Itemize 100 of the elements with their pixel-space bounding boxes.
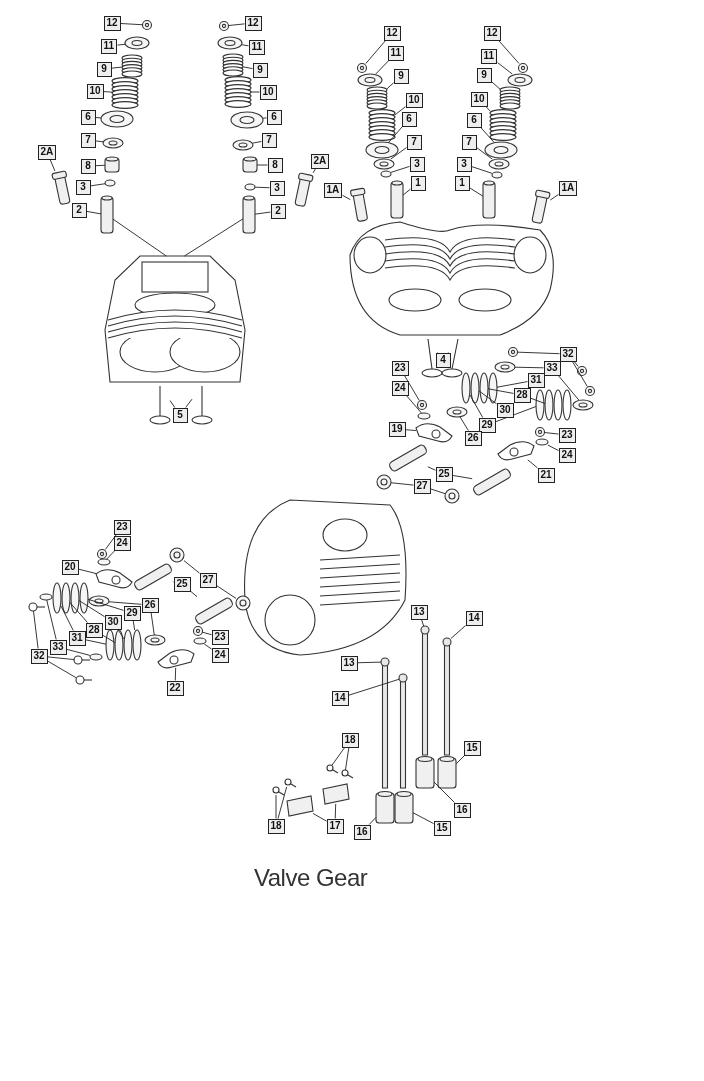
leader-line	[106, 550, 116, 560]
spring-drawing	[121, 54, 143, 78]
leader-line	[132, 620, 136, 631]
leader-line	[252, 141, 262, 144]
leader-line	[421, 619, 425, 627]
callout-number: 10	[86, 83, 104, 99]
leader-line	[365, 40, 386, 64]
leader-line	[275, 794, 277, 819]
washer-drawing	[88, 595, 110, 607]
washer-drawing	[39, 593, 53, 601]
rocker-arm-drawing	[95, 569, 133, 589]
nut-drawing	[534, 426, 546, 438]
callout-number: 32	[559, 346, 577, 362]
leader-line	[491, 81, 501, 90]
callout-number: 30	[104, 614, 122, 630]
callout-number: 17	[326, 818, 344, 834]
leader-line	[572, 361, 588, 387]
callout-number: 30	[496, 402, 514, 418]
washer-drawing	[494, 361, 516, 373]
rocker-arm-drawing	[497, 441, 535, 461]
leader-line	[90, 183, 106, 187]
leader-line	[368, 816, 377, 825]
leader-line	[406, 395, 422, 414]
leader-line	[404, 375, 420, 401]
washer-drawing	[193, 637, 207, 645]
callout-number: 9	[393, 68, 409, 84]
callout-number: 6	[266, 109, 282, 125]
callout-number: 2	[71, 202, 87, 218]
nut-drawing	[141, 19, 153, 31]
stud-drawing	[349, 187, 369, 223]
circlip-drawing	[104, 179, 116, 187]
leader-line	[527, 459, 538, 469]
leader-line	[95, 164, 106, 167]
washer-drawing	[488, 158, 510, 170]
tappet-drawing	[415, 755, 435, 789]
cover-plate-drawing	[105, 629, 115, 661]
callout-number: 2A	[310, 153, 330, 169]
leader-line	[312, 812, 327, 822]
sleeve-drawing	[482, 180, 496, 219]
leader-line	[78, 568, 97, 574]
cover-plate-drawing	[470, 372, 480, 404]
callout-number: 29	[123, 605, 141, 621]
oil-seal-drawing	[235, 595, 251, 611]
caption: Valve Gear	[254, 864, 368, 892]
callout-number: 23	[211, 629, 229, 645]
callout-number: 29	[478, 417, 496, 433]
leader-line	[183, 560, 200, 574]
leader-line	[69, 602, 88, 623]
leader-line	[469, 394, 484, 418]
callout-number: 11	[387, 45, 405, 61]
cover-plate-drawing	[535, 389, 545, 421]
callout-number: 3	[75, 179, 91, 195]
cover-plate-drawing	[70, 582, 80, 614]
washer-drawing	[89, 653, 103, 661]
circlip-drawing	[491, 171, 503, 179]
leader-line	[517, 351, 560, 355]
leader-line	[573, 361, 579, 367]
leader-line	[469, 187, 484, 197]
leader-line	[184, 218, 244, 257]
collar-drawing	[357, 73, 383, 87]
callout-number: 1A	[323, 182, 343, 198]
leader-line	[120, 23, 143, 26]
callout-number: 1	[410, 175, 426, 191]
callout-number: 3	[269, 180, 285, 196]
callout-number: 8	[80, 158, 96, 174]
bolt-drawing	[73, 655, 91, 665]
leader-line	[557, 375, 580, 401]
callout-number: 6	[466, 112, 482, 128]
sleeve-drawing	[242, 195, 256, 234]
leader-line	[95, 140, 104, 143]
leader-line	[547, 444, 559, 452]
callout-number: 7	[406, 134, 422, 150]
leader-line	[202, 631, 212, 636]
leader-line	[104, 534, 117, 550]
leader-line	[375, 60, 390, 75]
callout-number: 10	[405, 92, 423, 108]
leader-line	[514, 366, 544, 369]
leader-line	[216, 585, 237, 599]
circlip-drawing	[380, 170, 392, 178]
stud-drawing	[294, 172, 314, 208]
bolt-drawing	[28, 602, 46, 612]
seal-drawing	[242, 156, 258, 173]
callout-number: 7	[261, 132, 277, 148]
valve-drawing	[149, 385, 171, 425]
valve-drawing	[441, 338, 463, 378]
cover-plate-drawing	[123, 629, 133, 661]
pushrod-drawing	[420, 625, 430, 756]
callout-number: 24	[113, 535, 131, 551]
callout-number: 18	[341, 732, 359, 748]
callout-number: 28	[85, 622, 103, 638]
leader-line	[471, 166, 493, 174]
leader-line	[549, 194, 559, 201]
callout-number: 28	[513, 387, 531, 403]
leader-line	[86, 210, 102, 215]
stud-drawing	[51, 170, 71, 206]
leader-line	[487, 388, 514, 394]
leader-line	[405, 429, 417, 431]
leader-line	[47, 656, 75, 661]
cup-drawing	[230, 111, 264, 129]
callout-number: 23	[558, 427, 576, 443]
